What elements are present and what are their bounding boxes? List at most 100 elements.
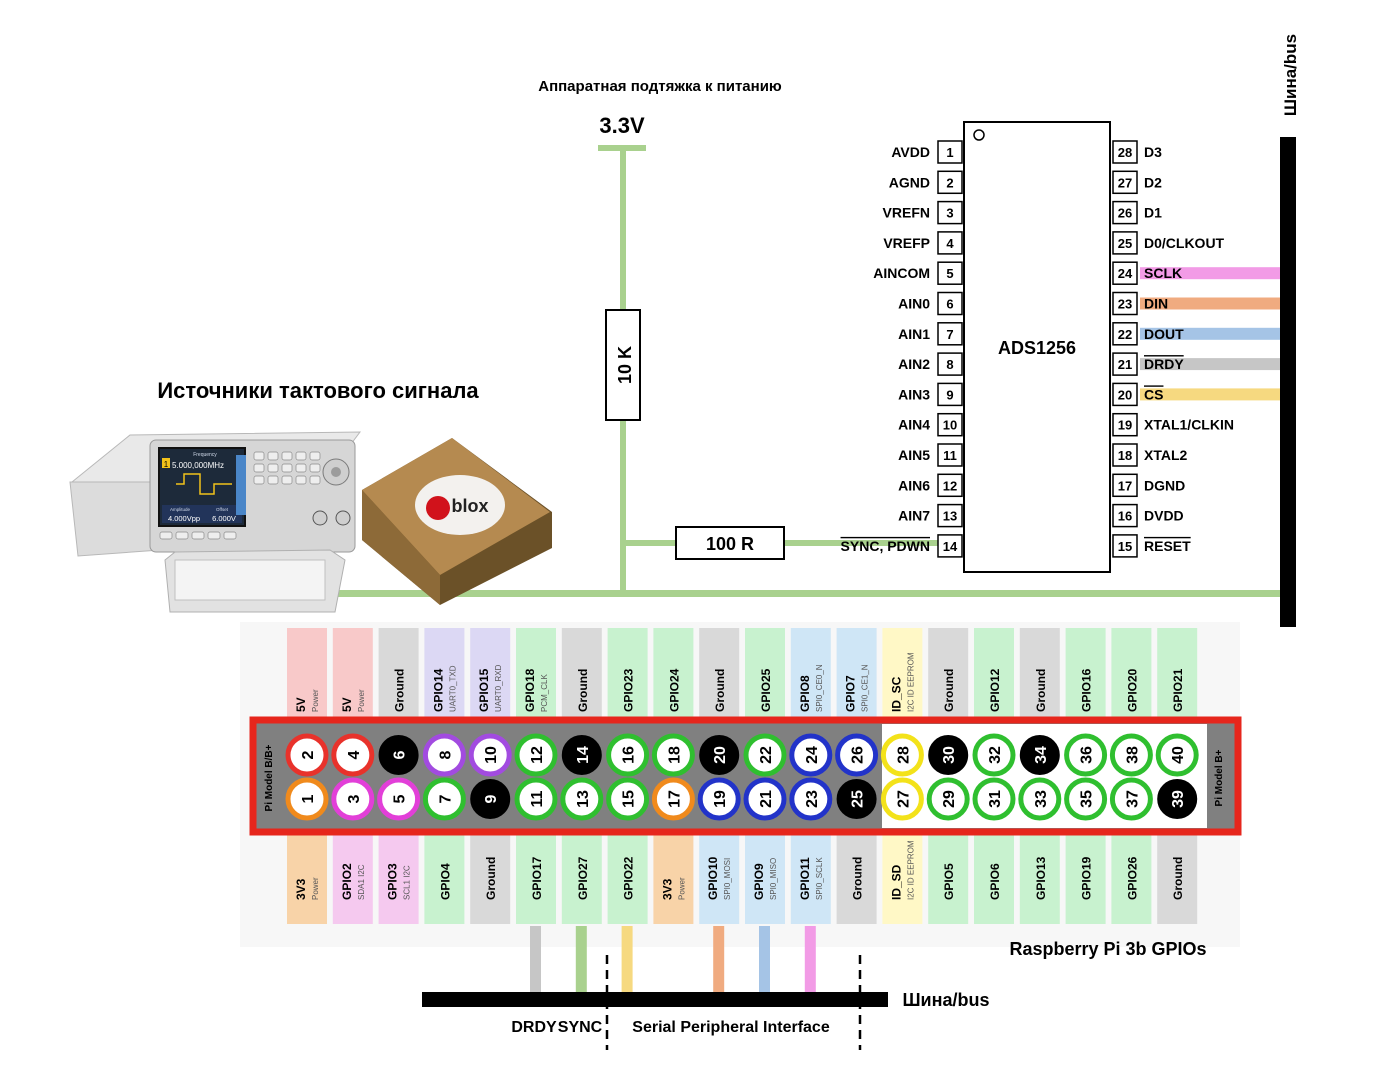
ic-pin-box-right: [1112, 231, 1138, 255]
gpio-label: Ground: [576, 669, 590, 712]
ic-bus-wire: [1140, 358, 1280, 371]
ic-pin-number: 17: [1118, 478, 1132, 493]
gpio-pin: [422, 777, 466, 821]
gpio-pin-number: 3: [346, 794, 363, 803]
ground-wire: [288, 590, 1280, 597]
ic-bus-wire: [1140, 297, 1280, 310]
gpio-pin: [651, 777, 695, 821]
gpio-pin: [1157, 779, 1198, 819]
ic-pin-box-right: [1112, 261, 1138, 285]
gpio-label: Ground: [484, 857, 498, 900]
gpio-sublabel: SPI0_CE0_N: [815, 664, 824, 712]
generator-amplitude-label: Amplitude: [170, 507, 191, 512]
series-resistor: 100 R: [675, 526, 785, 560]
board-title: Raspberry Pi 3b GPIOs: [1009, 939, 1206, 959]
gpio-pin-number: 40: [1170, 746, 1187, 764]
label-sync: SYNC: [558, 1019, 603, 1036]
gpio-label: GPIO12: [988, 668, 1002, 712]
ic-pin-name: RESET: [1144, 538, 1191, 554]
ic-pin-number: 14: [943, 539, 958, 554]
gpio-label-cell: [699, 832, 740, 924]
gpio-pin-number: 17: [666, 790, 683, 808]
ic-pin-box-left: [937, 231, 963, 255]
ic-pin-box-left: [937, 443, 963, 467]
gpio-label: GPIO26: [1125, 856, 1139, 900]
gpio-label: GPIO23: [622, 668, 636, 712]
gpio-label: GPIO17: [530, 856, 544, 900]
gpio-label-cell: [790, 832, 831, 924]
gpio-pin-number: 6: [392, 750, 409, 759]
gpio-label: GPIO3: [386, 863, 400, 900]
gpio-pin-number: 39: [1170, 790, 1187, 808]
ic-pin-number: 11: [943, 448, 957, 463]
gpio-pin-number: 28: [895, 746, 912, 764]
bus-bottom: [422, 992, 888, 1007]
ic-pin-number: 20: [1118, 387, 1132, 402]
gpio-sublabel: UART0_RXD: [494, 664, 503, 712]
gpio-label: ID_SD: [889, 864, 903, 900]
gpio-pin-number: 23: [804, 790, 821, 808]
ic-pin-number: 3: [946, 206, 953, 221]
ic-pin-box-right: [1112, 291, 1138, 316]
gpio-pin: [331, 777, 375, 821]
board-side-right: Pi Model B+: [1214, 749, 1225, 806]
ic-pin-name: AIN1: [898, 326, 930, 342]
ic-pin-name: SYNC, PDWN: [841, 538, 930, 554]
series-resistor-label: 100 R: [706, 534, 754, 554]
ic-pin-number: 28: [1118, 145, 1132, 160]
gpio-label-cell: [1065, 832, 1106, 924]
gpio-pin-number: 14: [575, 746, 592, 764]
gpio-sublabel: Power: [357, 689, 366, 712]
ic-name: ADS1256: [998, 338, 1076, 358]
gpio-label: 5V: [294, 697, 308, 712]
gpio-label: GPIO7: [844, 675, 858, 712]
gpio-label: GPIO2: [340, 863, 354, 900]
ic-pin-name: AIN7: [898, 508, 930, 524]
ic-pin-box-left: [937, 170, 963, 195]
gpio-pin-number: 18: [666, 746, 683, 764]
gpio-label: GPIO4: [438, 863, 452, 900]
ic-pin-name: D2: [1144, 174, 1162, 190]
gpio-label: ID_SC: [889, 676, 903, 712]
ic-pin-name: VREFN: [883, 205, 930, 221]
gpio-label-cell: [1065, 628, 1106, 720]
gpio-label-cell: [653, 832, 694, 924]
pullup-resistor-label: 10 K: [615, 346, 635, 384]
gpio-pin-number: 13: [575, 790, 592, 808]
pullup-label: Аппаратная подтяжка к питанию: [538, 78, 782, 95]
gpio-label: 3V3: [660, 878, 674, 900]
gpio-label-cell: [332, 832, 373, 924]
gpio-sublabel: I2C ID EEPROM: [906, 840, 915, 900]
gpio-pin: [514, 777, 558, 821]
gpio-label: GPIO15: [477, 668, 491, 712]
gpio-label: GPIO21: [1171, 668, 1185, 712]
ads1256-chip: ADS1256 1AVDD2AGND3VREFN4VREFP5AINCOM6AI…: [841, 121, 1234, 573]
gpio-pin: [514, 733, 558, 777]
gpio-pin: [789, 733, 833, 777]
gpio-pin: [285, 733, 329, 777]
gpio-label: GPIO27: [576, 856, 590, 900]
gpio-pin: [697, 777, 741, 821]
gpio-bus-wire: [530, 926, 541, 994]
ic-pin-name: CS: [1144, 386, 1163, 402]
ic-pin-number: 13: [943, 509, 957, 524]
ic-pin-name: AGND: [889, 174, 930, 190]
gpio-label: Ground: [1034, 669, 1048, 712]
board-side-left: Pi Model B/B+: [264, 744, 275, 811]
gpio-pin-number: 12: [529, 746, 546, 764]
gpio-pin-number: 32: [987, 746, 1004, 764]
gpio-pin-number: 15: [621, 790, 638, 808]
ic-pin-box-left: [937, 473, 963, 498]
gpio-pin-number: 35: [1079, 790, 1096, 808]
gpio-label-cell: [378, 832, 419, 924]
signal-generator: 1 Frequency 5.000,000MHz Amplitude Offse…: [69, 431, 362, 613]
gpio-pin: [651, 733, 695, 777]
gpio-label-cell: [607, 832, 648, 924]
gpio-label-cell: [928, 832, 969, 924]
gpio-label: GPIO25: [759, 668, 773, 712]
gpio-label-cell: [561, 832, 602, 924]
ic-bus-wires: [1140, 267, 1280, 401]
